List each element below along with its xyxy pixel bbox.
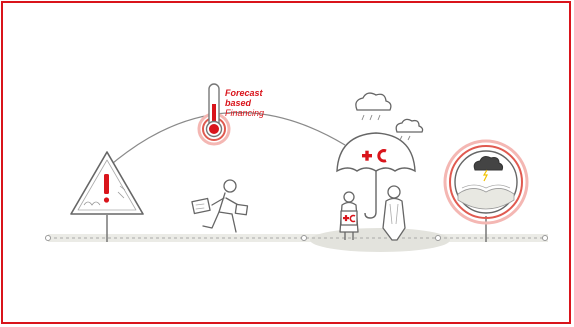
thermometer-icon bbox=[197, 83, 231, 146]
warning-sign-icon bbox=[70, 151, 144, 242]
forecast-label-line-2: based bbox=[225, 98, 252, 108]
ground-shadow bbox=[310, 228, 450, 252]
rain-cloud-icon bbox=[355, 92, 424, 141]
storm-lens-icon bbox=[443, 139, 529, 242]
people-icon bbox=[339, 185, 406, 241]
forecast-arc bbox=[106, 111, 346, 169]
umbrella-icon bbox=[336, 132, 416, 219]
running-person-icon bbox=[191, 179, 249, 233]
forecast-label-line-1: Forecast bbox=[225, 88, 263, 98]
timeline-node bbox=[435, 235, 441, 241]
timeline-node bbox=[301, 235, 307, 241]
ground-band bbox=[48, 234, 548, 242]
forecast-label-line-3: Financing bbox=[225, 108, 265, 118]
timeline-node bbox=[542, 235, 548, 241]
timeline-node bbox=[45, 235, 51, 241]
